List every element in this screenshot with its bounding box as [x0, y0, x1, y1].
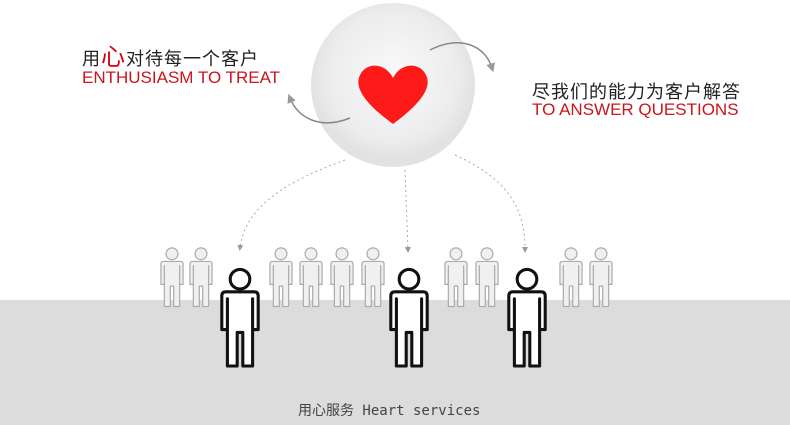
- person: [475, 247, 499, 308]
- left-english-text: ENTHUSIASM TO TREAT: [82, 68, 281, 87]
- person: [189, 247, 213, 308]
- curved-arrow-right: [429, 42, 495, 73]
- person: [160, 247, 184, 308]
- dotted-arrow-left: [237, 159, 346, 251]
- footer-caption: 用心服务 Heart services: [298, 403, 481, 419]
- person: [269, 247, 293, 308]
- right-chinese-text: 尽我们的能力为客户解答: [532, 82, 741, 103]
- right-english-text: TO ANSWER QUESTIONS: [532, 100, 739, 119]
- heart-icon: [358, 65, 428, 124]
- person-highlighted: [220, 267, 260, 368]
- cn-highlight: 心: [101, 43, 126, 71]
- dotted-arrow-center: [404, 169, 411, 253]
- dotted-arrow-right: [454, 154, 528, 253]
- cn-prefix: 用: [82, 49, 101, 70]
- curved-arrow-left: [287, 93, 351, 124]
- person-highlighted: [507, 267, 547, 368]
- person: [361, 247, 385, 308]
- people-group: [160, 247, 613, 368]
- cn-suffix: 对待每一个客户: [126, 49, 259, 70]
- person: [299, 247, 323, 308]
- person: [559, 247, 583, 308]
- person-highlighted: [389, 267, 429, 368]
- person: [330, 247, 354, 308]
- left-chinese-text: 用心对待每一个客户: [82, 37, 259, 72]
- person: [589, 247, 613, 308]
- person: [444, 247, 468, 308]
